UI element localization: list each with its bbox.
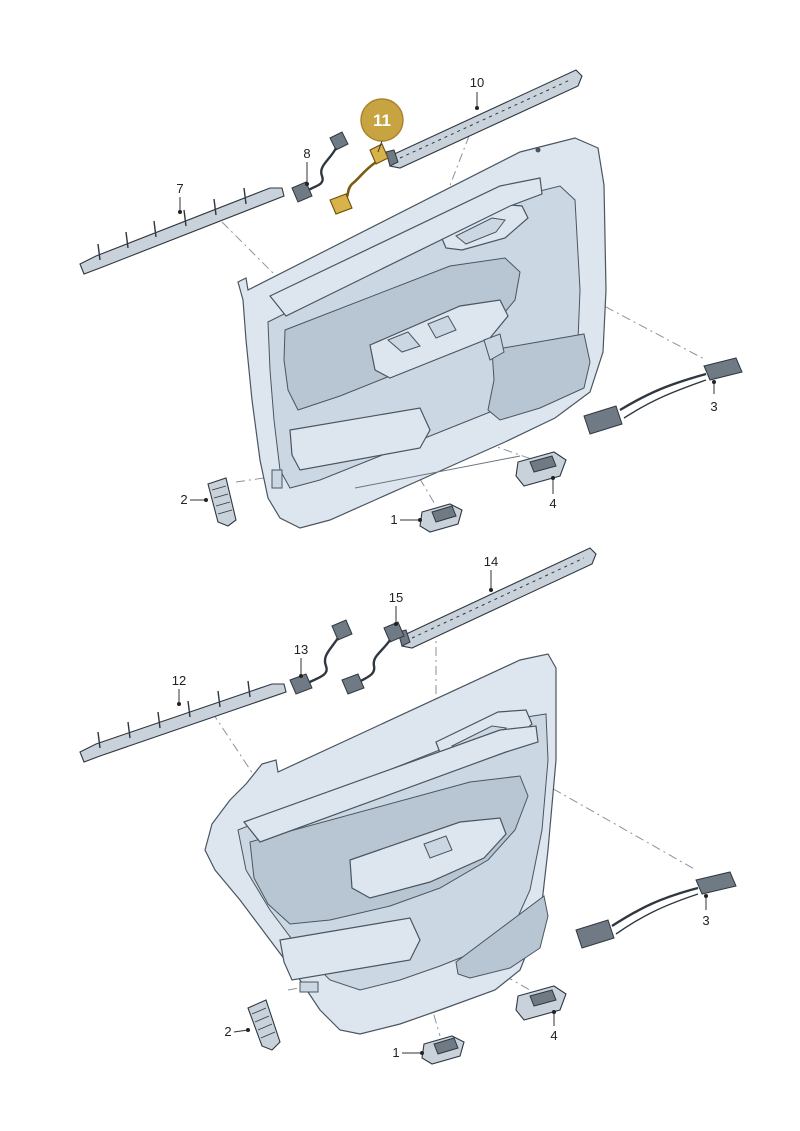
callout-2-top: 2 bbox=[180, 492, 208, 507]
rear-door-assembly: 14 15 13 12 3 4 2 bbox=[79, 547, 737, 1065]
part-2-cover-top bbox=[207, 477, 237, 527]
part-7-left-trim-strip bbox=[79, 187, 285, 275]
rear-door-panel bbox=[204, 653, 557, 1035]
callout-12-bottom: 12 bbox=[172, 673, 186, 706]
callout-label: 4 bbox=[549, 496, 556, 511]
callout-label: 2 bbox=[224, 1024, 231, 1039]
callout-4-bottom: 4 bbox=[550, 1010, 558, 1043]
part-15-wiring-harness bbox=[341, 621, 405, 695]
callout-11-highlight: 11 bbox=[360, 98, 404, 153]
callout-label: 14 bbox=[484, 554, 498, 569]
callout-15-bottom: 15 bbox=[389, 590, 403, 626]
callout-1-bottom: 1 bbox=[392, 1045, 424, 1060]
callout-label: 7 bbox=[176, 181, 183, 196]
callout-8-top: 8 bbox=[303, 146, 311, 186]
callout-label: 1 bbox=[390, 512, 397, 527]
callout-label: 1 bbox=[392, 1045, 399, 1060]
part-1-lamp-bottom bbox=[421, 1035, 465, 1065]
part-8-wiring-harness bbox=[291, 131, 349, 203]
callout-label: 3 bbox=[702, 913, 709, 928]
callout-label: 13 bbox=[294, 642, 308, 657]
callout-label: 12 bbox=[172, 673, 186, 688]
callout-3-bottom: 3 bbox=[702, 894, 710, 928]
callout-10-top: 10 bbox=[470, 75, 484, 110]
part-3-connector-harness-bottom bbox=[575, 871, 737, 949]
part-3-connector-harness-top bbox=[583, 357, 743, 435]
part-13-wiring-harness bbox=[289, 619, 353, 695]
callout-7-top: 7 bbox=[176, 181, 184, 214]
part-1-lamp-top bbox=[419, 503, 463, 533]
part-14-upper-trim-strip bbox=[397, 547, 597, 649]
part-11-wiring-harness-highlighted bbox=[329, 143, 389, 215]
front-door-panel bbox=[237, 137, 607, 529]
front-door-assembly: 10 8 7 11 3 4 2 bbox=[79, 69, 743, 533]
callout-label: 2 bbox=[180, 492, 187, 507]
callout-label: 11 bbox=[373, 111, 391, 130]
part-12-left-trim-strip bbox=[79, 680, 287, 763]
part-2-cover-bottom bbox=[247, 999, 281, 1051]
callout-4-top: 4 bbox=[549, 476, 557, 511]
part-4-switch-bottom bbox=[515, 985, 567, 1021]
callout-label: 3 bbox=[710, 399, 717, 414]
callout-13-bottom: 13 bbox=[294, 642, 308, 678]
callout-1-top: 1 bbox=[390, 512, 422, 527]
callout-3-top: 3 bbox=[710, 380, 718, 414]
callout-label: 8 bbox=[303, 146, 310, 161]
callout-label: 10 bbox=[470, 75, 484, 90]
part-10-upper-trim-strip bbox=[385, 69, 583, 169]
callout-14-bottom: 14 bbox=[484, 554, 498, 592]
callout-2-bottom: 2 bbox=[224, 1024, 250, 1039]
callout-label: 15 bbox=[389, 590, 403, 605]
part-4-switch-top bbox=[515, 451, 567, 487]
callout-label: 4 bbox=[550, 1028, 557, 1043]
